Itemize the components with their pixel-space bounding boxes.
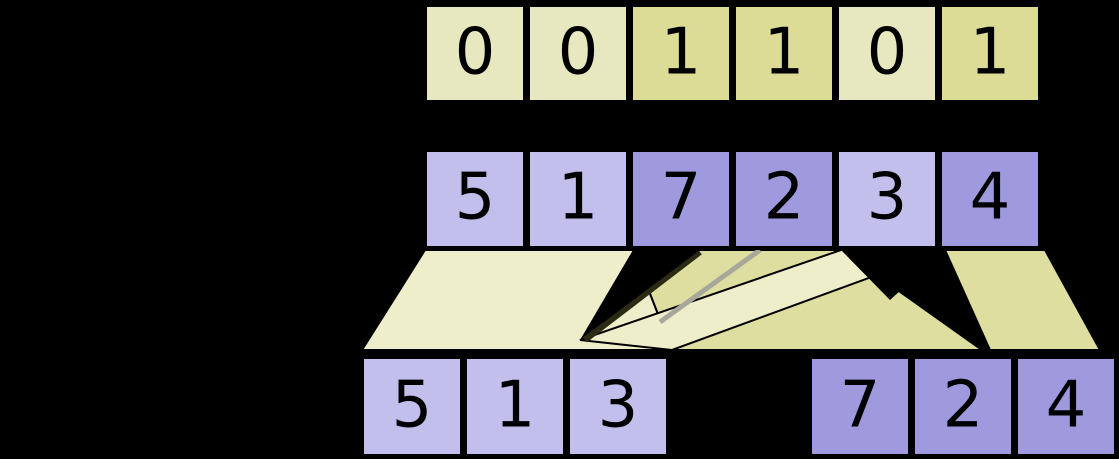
notch-wedge-left [580, 250, 700, 340]
result-zero-cell-1-label: 1 [495, 369, 536, 443]
flag-cell-2[interactable]: 1 [629, 3, 733, 104]
result-one-cell-1[interactable]: 2 [911, 355, 1015, 458]
crossing-line-gray [658, 247, 762, 325]
result-zero-cell-0-label: 5 [392, 369, 433, 443]
value-cell-0-label: 5 [455, 161, 496, 235]
flag-cell-0[interactable]: 0 [423, 3, 527, 104]
value-cell-4[interactable]: 3 [835, 148, 939, 250]
value-cell-2[interactable]: 7 [629, 148, 733, 250]
value-cell-2-label: 7 [661, 161, 702, 235]
flags-row: 0 0 1 1 0 1 [423, 3, 1042, 104]
value-cell-0[interactable]: 5 [423, 148, 527, 250]
result-one-cell-0[interactable]: 7 [808, 355, 912, 458]
result-one-cell-0-label: 7 [840, 369, 881, 443]
value-cell-4-label: 3 [867, 161, 908, 235]
notch-wedge-right-gap [672, 352, 700, 360]
crossing-line-dark-a [583, 249, 702, 343]
flag-cell-5-label: 1 [970, 16, 1011, 90]
notch-wedge-mid [841, 250, 945, 300]
value-cell-1-label: 1 [558, 161, 599, 235]
connector-ones-right [943, 249, 1102, 351]
flag-cell-3-label: 1 [764, 16, 805, 90]
value-cell-5-label: 4 [970, 161, 1011, 235]
value-cell-3[interactable]: 2 [732, 148, 836, 250]
flag-cell-4-label: 0 [867, 16, 908, 90]
value-cell-3-label: 2 [764, 161, 805, 235]
flag-cell-2-label: 1 [661, 16, 702, 90]
flag-cell-3[interactable]: 1 [732, 3, 836, 104]
flag-cell-1-label: 0 [558, 16, 599, 90]
value-cell-1[interactable]: 1 [526, 148, 630, 250]
result-one-cell-2[interactable]: 4 [1014, 355, 1118, 458]
result-zero-cell-1[interactable]: 1 [463, 355, 567, 458]
result-one-cell-1-label: 2 [943, 369, 984, 443]
values-row: 5 1 7 2 3 4 [423, 148, 1042, 250]
result-zero-cell-2[interactable]: 3 [566, 355, 670, 458]
value-cell-5[interactable]: 4 [938, 148, 1042, 250]
result-one-cell-2-label: 4 [1046, 369, 1087, 443]
result-zero-cell-2-label: 3 [598, 369, 639, 443]
flag-cell-5[interactable]: 1 [938, 3, 1042, 104]
result-zero-cell-0[interactable]: 5 [360, 355, 464, 458]
flag-cell-0-label: 0 [455, 16, 496, 90]
connector-band [360, 247, 1102, 360]
flag-cell-4[interactable]: 0 [835, 3, 939, 104]
flag-cell-1[interactable]: 0 [526, 3, 630, 104]
result-row: 5 1 3 7 2 4 [360, 355, 1118, 458]
